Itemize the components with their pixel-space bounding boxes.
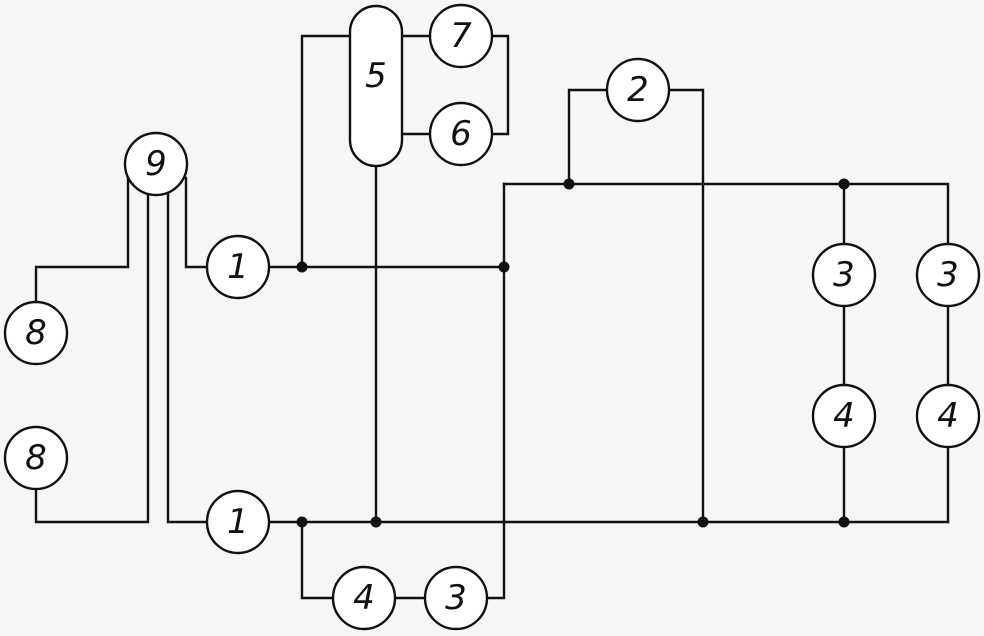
component-7-label: 7 — [450, 16, 472, 56]
junction-dot — [370, 516, 382, 528]
wire-2-left — [567, 88, 609, 186]
component-1-top-label: 1 — [227, 247, 249, 287]
wire-upper-right-rail — [502, 182, 950, 246]
component-5-label: 5 — [365, 56, 387, 96]
component-4-right-b: 4 — [915, 383, 981, 449]
wire-9-to-8-top — [34, 174, 130, 307]
component-8-top-label: 8 — [25, 313, 47, 353]
component-1-top: 1 — [205, 234, 271, 300]
junction-dot — [563, 178, 575, 190]
wire-9-to-8-bottom — [34, 188, 150, 524]
wire-node-to-5 — [300, 34, 352, 269]
wire-x504-vertical — [485, 182, 506, 600]
wire-9-to-1-top — [184, 176, 209, 269]
component-3-right-a-label: 3 — [833, 255, 855, 295]
junction-dot — [296, 516, 308, 528]
component-8-top: 8 — [3, 300, 69, 366]
wire-7-6-loop — [490, 34, 510, 136]
component-4-bottom-label: 4 — [353, 578, 375, 618]
component-7: 7 — [428, 3, 494, 69]
junction-dot — [838, 516, 850, 528]
component-4-bottom: 4 — [331, 565, 397, 631]
component-2-label: 2 — [627, 70, 649, 110]
component-4-right-b-label: 4 — [937, 396, 959, 436]
component-2: 2 — [605, 57, 671, 123]
component-4-right-a-label: 4 — [833, 396, 855, 436]
component-9: 9 — [123, 131, 189, 197]
component-5: 5 — [348, 4, 404, 168]
junction-dot — [296, 261, 308, 273]
component-6-label: 6 — [450, 114, 472, 154]
component-1-bottom-label: 1 — [227, 502, 249, 542]
wire-bottom-branch-left — [300, 520, 335, 600]
component-9-label: 9 — [145, 144, 167, 184]
junctions — [296, 178, 850, 528]
junction-dot — [498, 261, 510, 273]
junction-dot — [838, 178, 850, 190]
wire-9-to-1-bottom — [166, 188, 209, 524]
junction-dot — [697, 516, 709, 528]
component-3-right-b-label: 3 — [937, 255, 959, 295]
component-6: 6 — [428, 101, 494, 167]
component-4-right-a: 4 — [811, 383, 877, 449]
wires — [34, 34, 950, 600]
component-3-bottom-label: 3 — [445, 578, 467, 618]
component-3-right-b: 3 — [915, 242, 981, 308]
component-3-bottom: 3 — [423, 565, 489, 631]
component-3-right-a: 3 — [811, 242, 877, 308]
wire-2-right — [667, 88, 705, 524]
component-1-bottom: 1 — [205, 489, 271, 555]
component-8-bottom: 8 — [3, 425, 69, 491]
component-8-bottom-label: 8 — [25, 438, 47, 478]
